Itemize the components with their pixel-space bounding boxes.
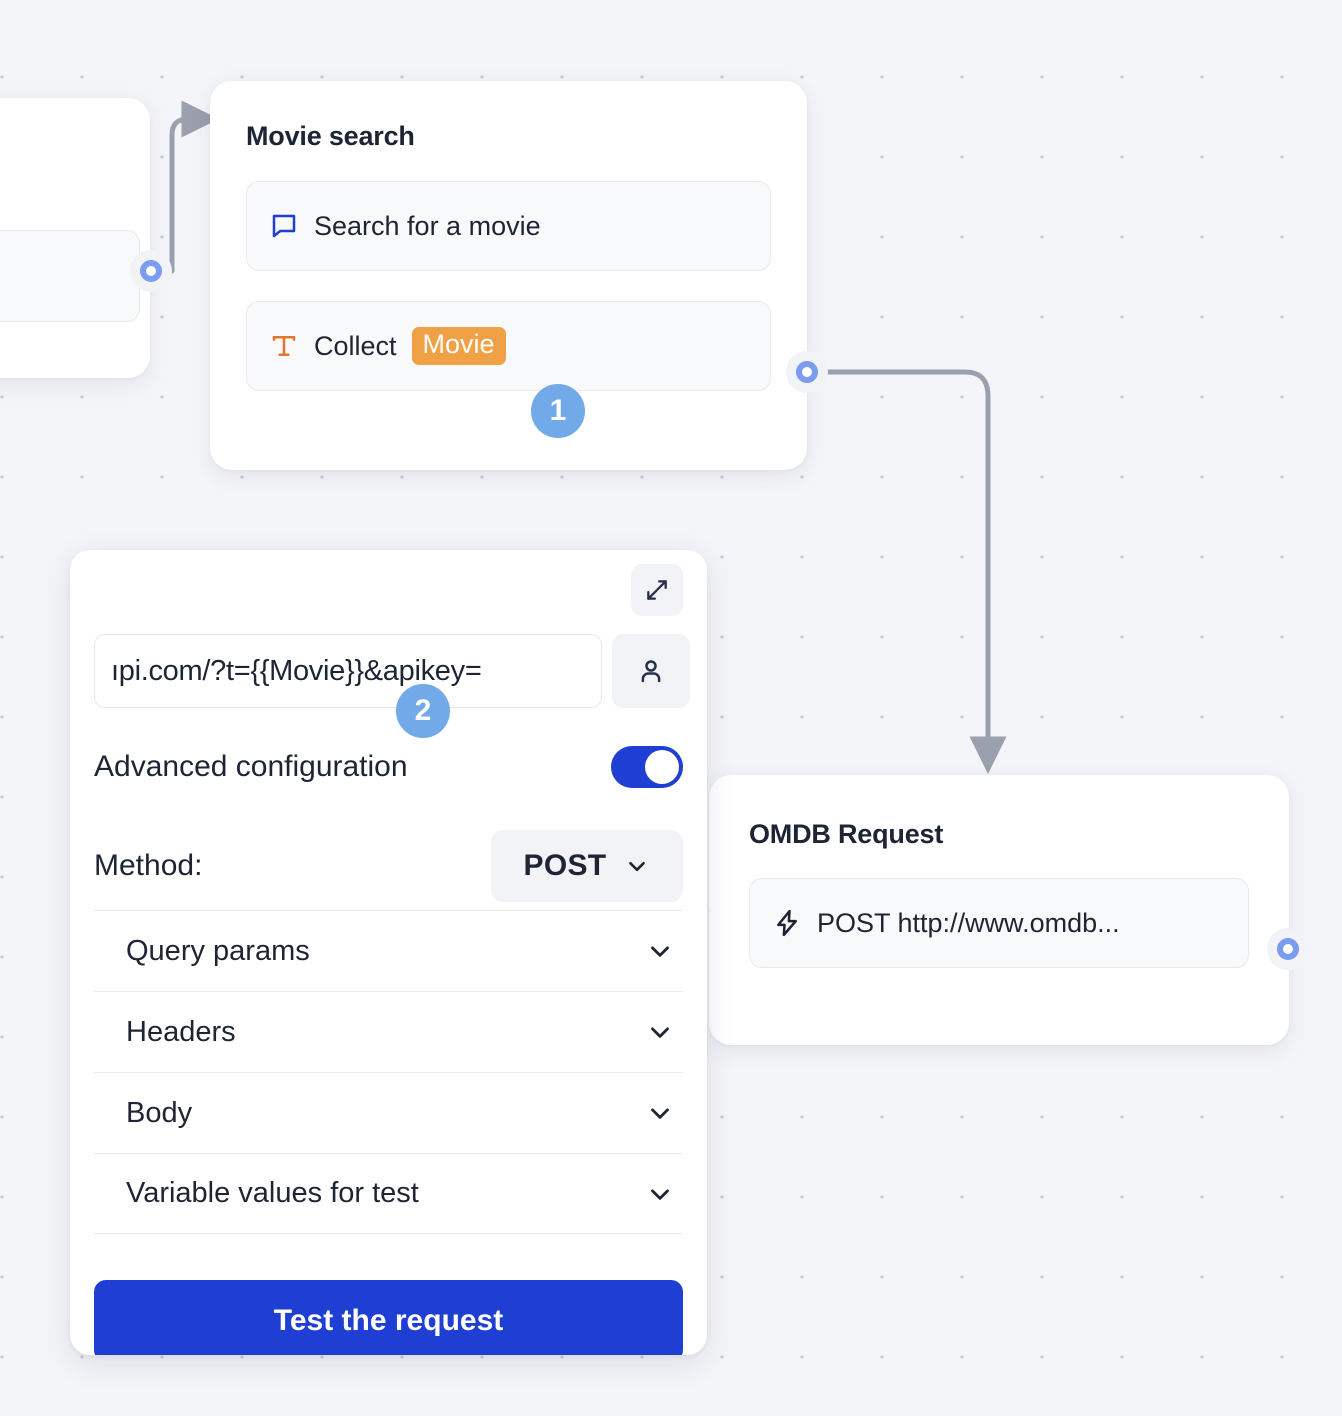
advanced-configuration-toggle[interactable] — [611, 746, 683, 788]
section-label: Headers — [126, 1015, 236, 1048]
chevron-down-icon — [651, 1189, 669, 1200]
lightning-bolt-icon — [772, 908, 802, 938]
person-icon — [641, 660, 661, 683]
previous-node-row[interactable] — [0, 230, 140, 322]
chevron-down-icon — [651, 1027, 669, 1038]
text-type-icon — [269, 331, 299, 361]
method-select[interactable]: POST — [491, 830, 683, 902]
step-badge-2: 2 — [396, 684, 450, 738]
select-user-variable-button[interactable] — [612, 634, 690, 708]
node-row-label: POST http://www.omdb... — [817, 907, 1120, 938]
test-the-request-button[interactable]: Test the request — [94, 1280, 683, 1355]
url-row: ıpi.com/?t={{Movie}}&apikey= — [94, 634, 690, 708]
request-sections-accordion: Query params Headers Body Variable value… — [94, 910, 683, 1234]
node-row-collect-movie[interactable]: Collect Movie — [246, 301, 771, 391]
section-label: Query params — [126, 934, 310, 967]
chevron-down-icon — [629, 861, 646, 872]
method-label: Method: — [94, 849, 203, 882]
method-selected-value: POST — [523, 849, 607, 882]
section-label: Variable values for test — [126, 1177, 419, 1209]
advanced-configuration-label: Advanced configuration — [94, 750, 408, 783]
section-query-params[interactable]: Query params — [94, 910, 683, 991]
expand-diagonal-icon — [647, 580, 667, 600]
movie-search-title: Movie search — [246, 121, 415, 151]
section-body[interactable]: Body — [94, 1072, 683, 1153]
toggle-knob — [645, 750, 679, 784]
section-headers[interactable]: Headers — [94, 991, 683, 1072]
edge-movie-to-omdb — [825, 369, 1007, 775]
variable-chip-movie[interactable]: Movie — [411, 327, 506, 365]
edge-prev-to-movie — [169, 100, 220, 274]
section-variable-values-for-test[interactable]: Variable values for test — [94, 1153, 683, 1234]
message-bubble-icon — [269, 211, 299, 241]
omdb-request-node[interactable]: OMDB Request POST http://www.omdb... — [692, 775, 1289, 1045]
advanced-configuration-row: Advanced configuration — [94, 746, 683, 788]
node-row-label: Collect — [314, 330, 397, 361]
expand-panel-button[interactable] — [631, 564, 683, 616]
chevron-down-icon — [651, 946, 669, 957]
movie-search-node[interactable]: Movie search Search for a movie Collect — [210, 81, 807, 470]
step-badge-1: 1 — [531, 384, 585, 438]
section-label: Body — [126, 1096, 193, 1129]
port-previous-output[interactable] — [130, 250, 172, 292]
request-config-panel[interactable]: ıpi.com/?t={{Movie}}&apikey= Advanced co… — [70, 550, 707, 1355]
request-url-input[interactable]: ıpi.com/?t={{Movie}}&apikey= — [94, 634, 602, 708]
previous-node-card[interactable] — [0, 98, 150, 378]
chevron-down-icon — [651, 1108, 669, 1119]
node-row-post-request[interactable]: POST http://www.omdb... — [749, 878, 1249, 968]
node-row-label: Search for a movie — [314, 210, 541, 241]
omdb-request-title: OMDB Request — [749, 819, 944, 849]
port-omdb-output[interactable] — [1267, 928, 1309, 970]
node-row-search-for-a-movie[interactable]: Search for a movie — [246, 181, 771, 271]
method-row: Method: POST — [94, 830, 683, 902]
port-movie-search-output[interactable] — [786, 351, 828, 393]
